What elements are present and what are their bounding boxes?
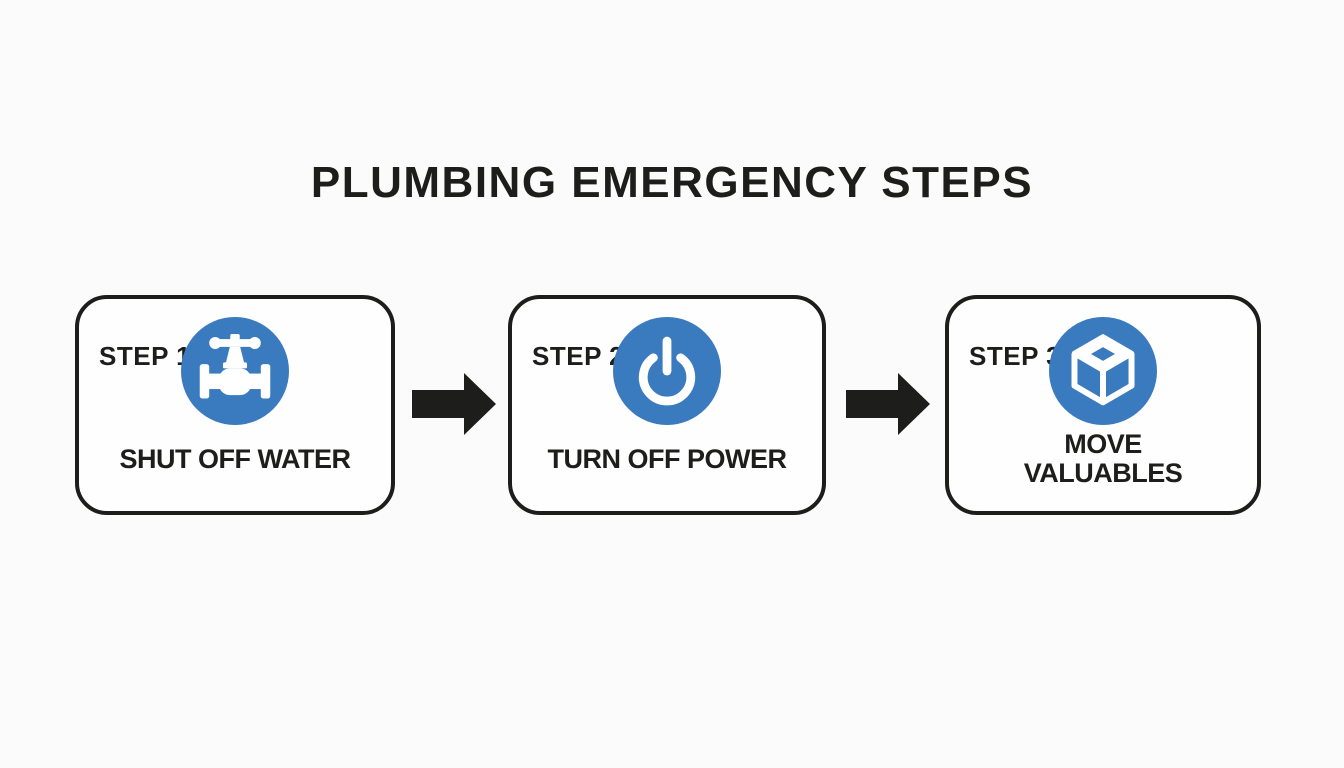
step-label: STEP 1	[99, 341, 192, 371]
page-title: PLUMBING EMERGENCY STEPS	[310, 158, 1034, 207]
step-label: STEP 3	[969, 341, 1062, 371]
arrow-right-icon	[412, 373, 496, 435]
step-caption-line: MOVE	[1064, 429, 1142, 459]
step-icon-badge	[1049, 317, 1157, 425]
cube-icon	[1071, 334, 1135, 406]
step-icon-badge	[613, 317, 721, 425]
step-icon-badge	[181, 317, 289, 425]
step-caption: TURN OFF POWER	[512, 427, 822, 491]
step-card-3: STEP 3 MOVE VALUABLES	[945, 295, 1261, 515]
step-label: STEP 2	[532, 341, 625, 371]
power-icon	[638, 336, 696, 406]
step-card-1: STEP 1	[75, 295, 395, 515]
step-caption-line: TURN OFF POWER	[547, 443, 787, 474]
step-caption: MOVE VALUABLES	[949, 427, 1257, 491]
step-caption-line: SHUT OFF WATER	[119, 443, 351, 474]
step-caption: SHUT OFF WATER	[79, 427, 391, 491]
step-card-2: STEP 2 TURN OFF POWER	[508, 295, 826, 515]
arrow-right-icon	[846, 373, 930, 435]
valve-icon	[199, 334, 271, 399]
step-caption-line: VALUABLES	[1023, 458, 1183, 488]
